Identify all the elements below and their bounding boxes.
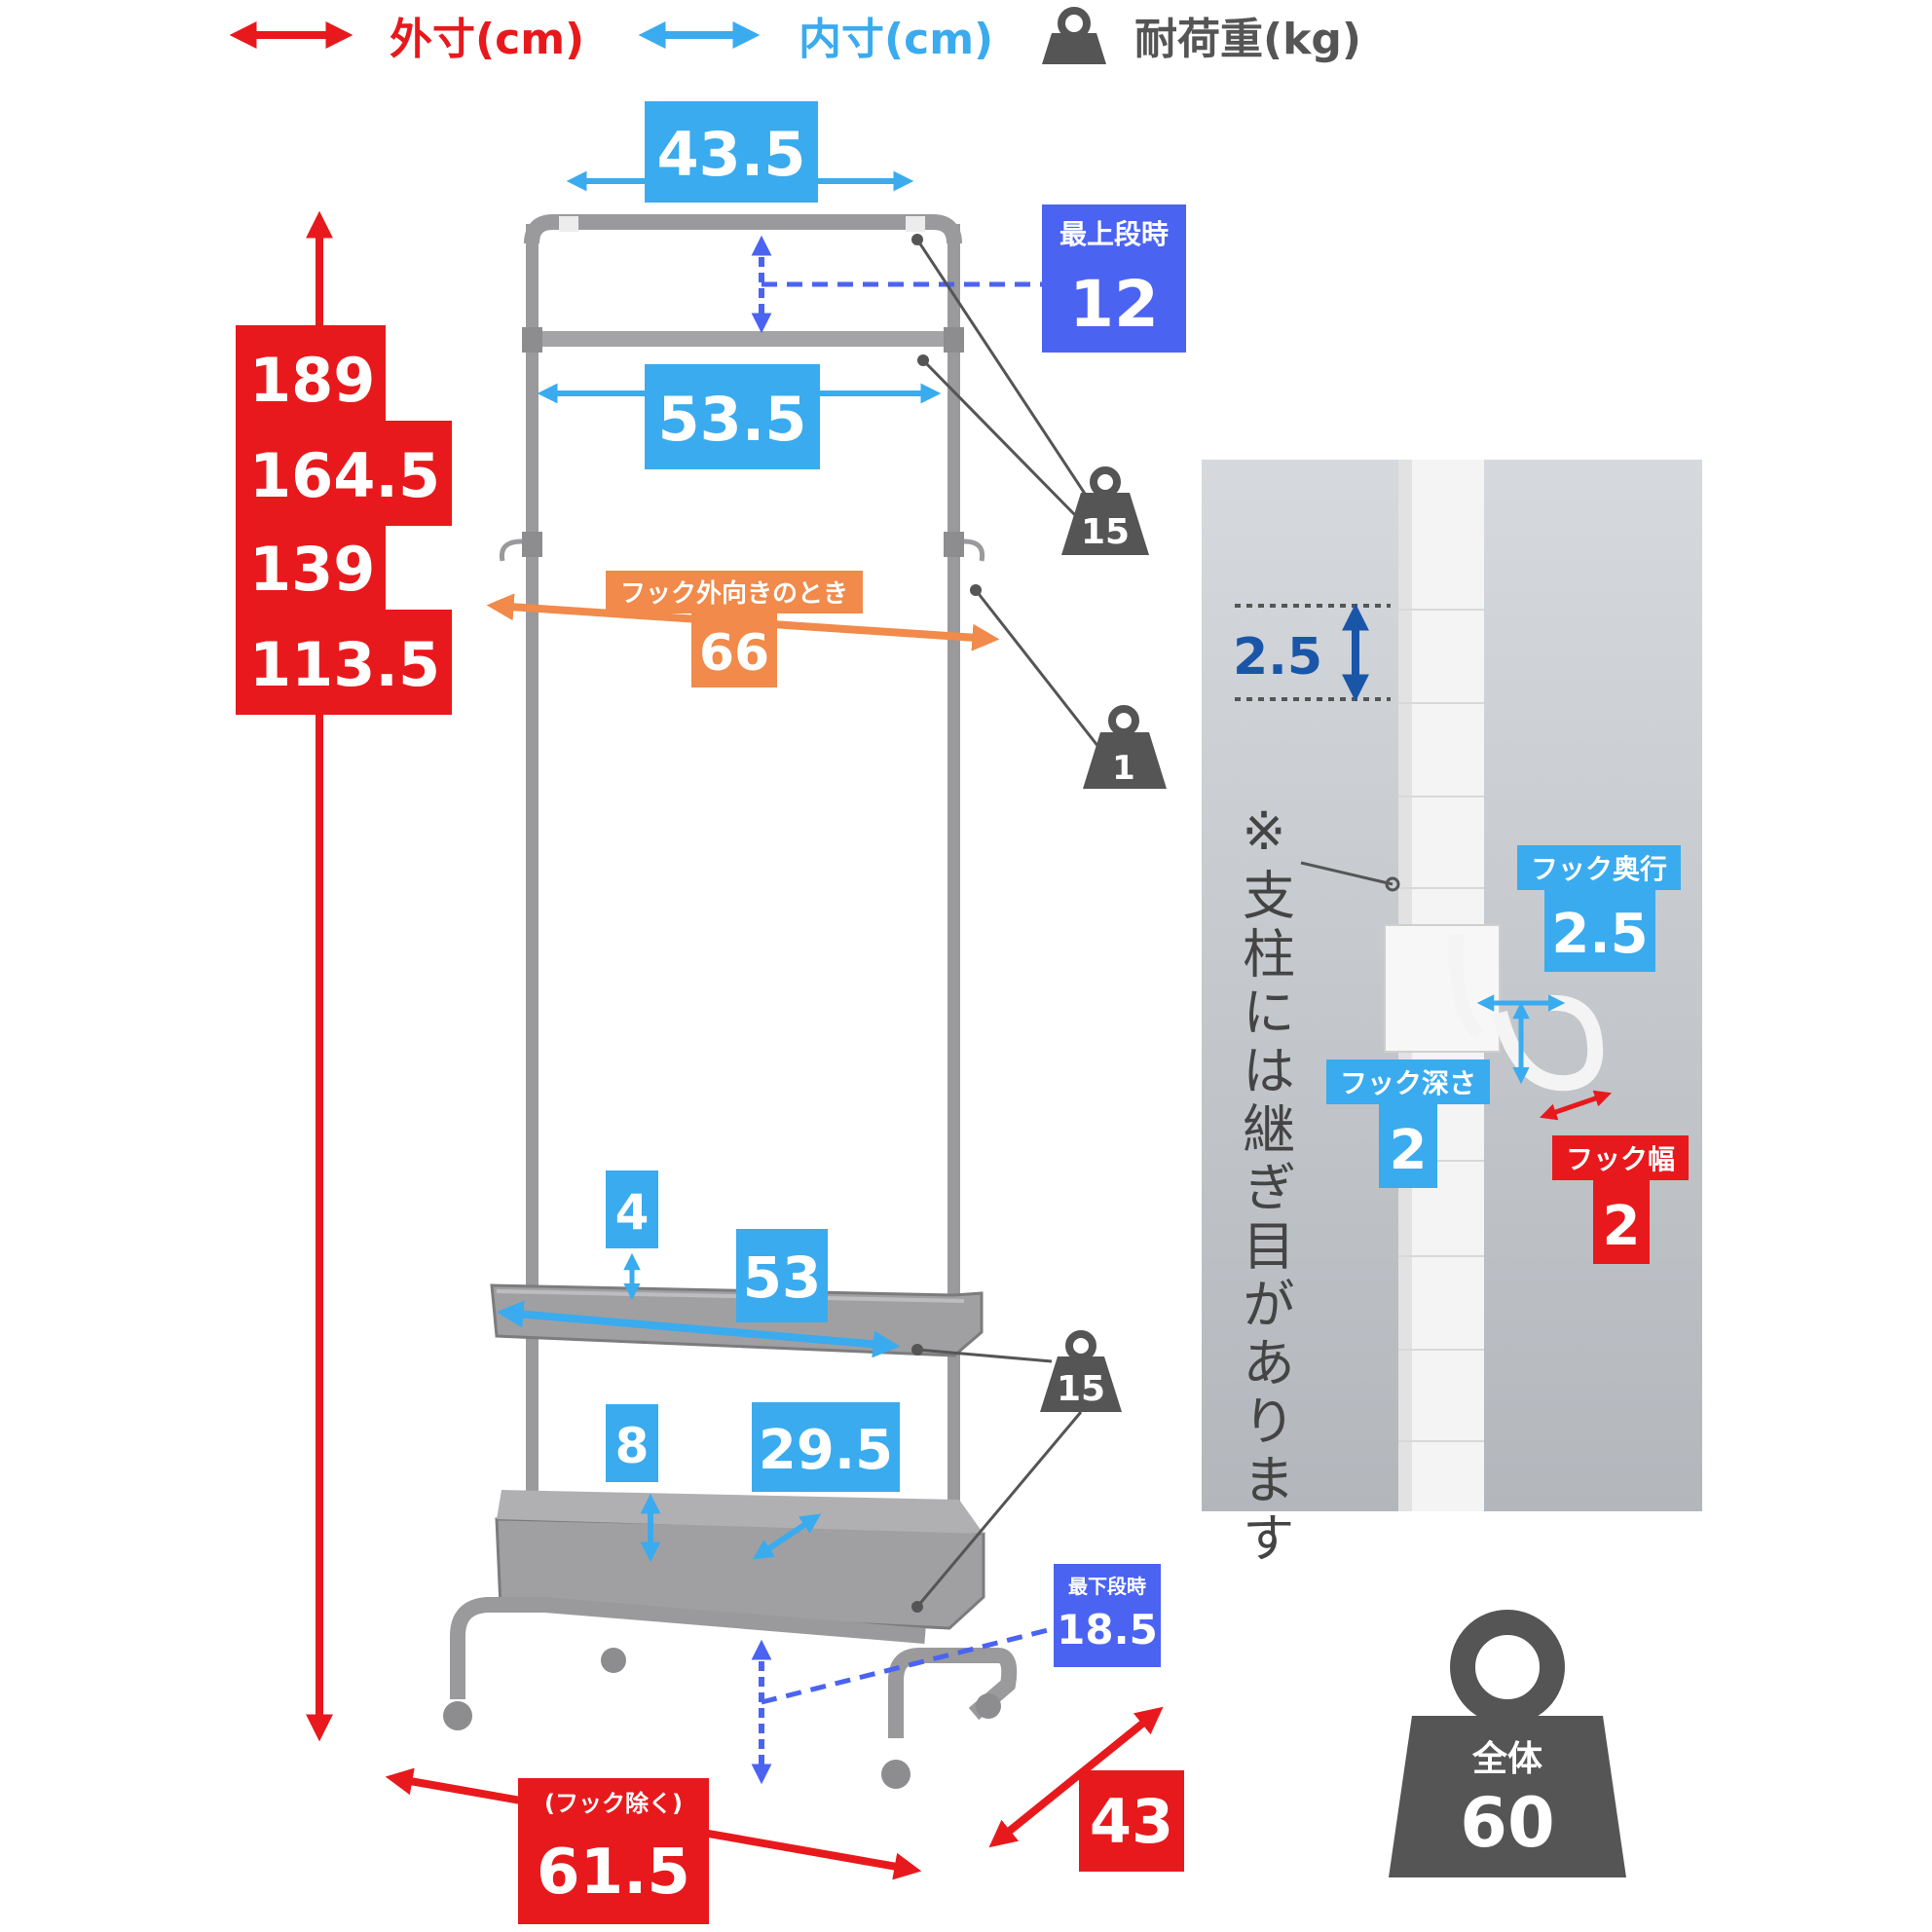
hook-leader — [974, 589, 1104, 753]
height-164-5: 164.5 — [249, 440, 440, 511]
lower-tray-inner-badge — [752, 1402, 900, 1492]
pole-pitch: 2.5 — [1233, 628, 1322, 687]
hook-load-weight-icon — [1083, 705, 1167, 789]
hook-span-caption: フック外向きのとき — [620, 578, 848, 609]
second-bar-width: 53.5 — [658, 384, 807, 455]
bottom-clearance-value: 18.5 — [1057, 1606, 1158, 1653]
upper-tray-depth-badge — [606, 1170, 658, 1248]
height-189: 189 — [249, 345, 375, 416]
hook-span-value-box — [691, 613, 777, 687]
hook-span-caption-box — [606, 571, 863, 613]
hook-width-arrow — [1540, 1090, 1612, 1121]
hook-width-caption-box — [1552, 1135, 1689, 1180]
hook-depth-value: 2 — [1390, 1119, 1428, 1182]
shelf-leader-2 — [915, 1411, 1083, 1608]
lower-tray-inner-arrow — [752, 1513, 822, 1560]
second-bar-badge — [645, 364, 820, 469]
total-load-caption: 全体 — [1471, 1738, 1542, 1779]
outer-dim-legend: 外寸(cm) — [390, 15, 584, 64]
shelf-load: 15 — [1057, 1369, 1105, 1409]
bottom-clearance-caption: 最下段時 — [1068, 1575, 1146, 1598]
hook-width-caption: フック幅 — [1566, 1143, 1675, 1175]
hook-depth-caption-box — [1326, 1059, 1490, 1104]
shelf-point-2 — [911, 1601, 923, 1613]
lower-tray-depth-badge — [606, 1404, 658, 1482]
hook-point — [970, 584, 982, 596]
top-bar-leader-1 — [915, 239, 1093, 503]
upper-tray-width-arrow — [496, 1300, 901, 1358]
upper-tray-width-badge — [736, 1229, 828, 1322]
upper-tray-depth: 4 — [615, 1184, 650, 1241]
inner-dim-legend: 内寸(cm) — [799, 15, 993, 64]
lower-tray-inner-depth: 29.5 — [759, 1419, 893, 1482]
pole-joint-note: ※支柱には継ぎ目があります — [1234, 800, 1295, 1569]
upper-tray-width: 53 — [743, 1245, 822, 1311]
hook-width-value: 2 — [1603, 1195, 1641, 1258]
top-gap-box — [1042, 204, 1186, 353]
top-gap-value: 12 — [1069, 267, 1159, 342]
load-legend: 耐荷重(kg) — [1134, 15, 1361, 64]
shelf-point-1 — [911, 1344, 923, 1356]
hook-depth-caption: フック深さ — [1340, 1067, 1476, 1099]
top-bar-point-2 — [917, 354, 929, 366]
hook-reach-value: 2.5 — [1551, 903, 1648, 966]
top-gap-caption: 最上段時 — [1059, 218, 1169, 250]
bottom-clearance-box — [1054, 1564, 1161, 1667]
total-load-weight-icon — [1389, 1610, 1626, 1877]
top-bar-width: 43.5 — [657, 119, 806, 190]
top-bar-load-weight-icon — [1061, 466, 1149, 555]
height-113-5: 113.5 — [249, 629, 440, 700]
shelf-leader-1 — [916, 1348, 1053, 1363]
note-leader — [1300, 861, 1393, 886]
lower-tray-depth: 8 — [615, 1418, 650, 1474]
hook-depth-value-box — [1379, 1104, 1437, 1188]
pole-detail-panel — [1202, 460, 1702, 1511]
top-bar-badge — [645, 101, 818, 203]
hook-reach-caption: フック奥行 — [1531, 853, 1667, 885]
hook-reach-caption-box — [1517, 845, 1681, 890]
height-139: 139 — [249, 534, 375, 605]
base-width-value: 61.5 — [537, 1837, 690, 1909]
height-labels-box — [236, 325, 452, 715]
base-depth-arrow — [988, 1706, 1164, 1848]
hook-span-value: 66 — [699, 624, 769, 683]
base-width-caption: (フック除く) — [544, 1790, 683, 1817]
base-depth-value: 43 — [1090, 1786, 1173, 1857]
top-bar-leader-2 — [921, 358, 1078, 518]
top-bar-point-1 — [911, 234, 923, 245]
note-point — [1385, 876, 1400, 892]
total-load-value: 60 — [1460, 1783, 1554, 1863]
weight-icon — [1042, 7, 1106, 64]
shelf-load-weight-icon — [1040, 1330, 1122, 1412]
hook-reach-value-box — [1544, 890, 1655, 972]
base-depth-box — [1079, 1770, 1184, 1872]
hook-width-value-box — [1593, 1180, 1650, 1264]
hook-load: 1 — [1112, 749, 1135, 788]
base-width-box — [518, 1778, 709, 1924]
top-bar-load: 15 — [1081, 512, 1130, 552]
legend: 外寸(cm) 内寸(cm) 耐荷重(kg) — [229, 7, 1361, 64]
